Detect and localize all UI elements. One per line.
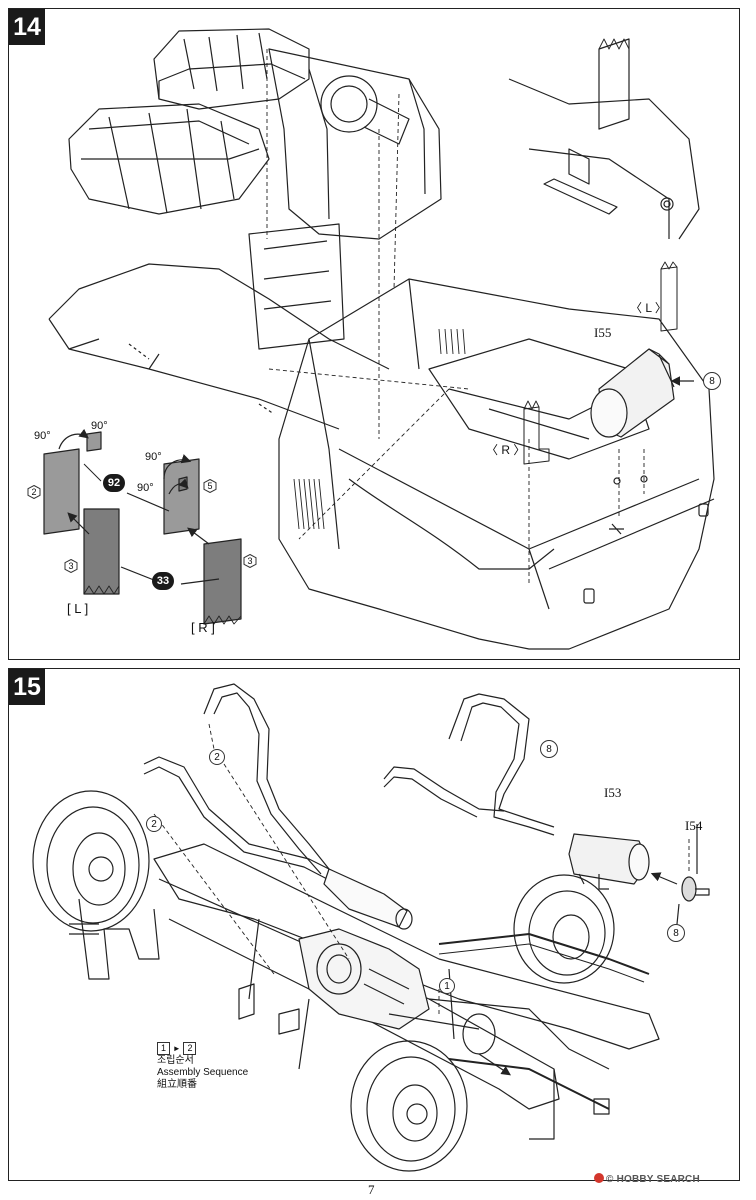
sequence-text-ko: 조립순서 (157, 1055, 194, 1066)
sequence-text-en: Assembly Sequence (157, 1067, 249, 1078)
orientation-left-label: 〈 L 〉 (630, 301, 667, 315)
part-id-i55: I55 (594, 325, 612, 340)
step-15-panel: 15 (8, 668, 740, 1181)
hex-part-number: 3 (243, 554, 257, 568)
sequence-order: 1 ► 2 (157, 1042, 248, 1055)
angle-label: 90° (137, 482, 154, 494)
sequence-from: 1 (157, 1042, 170, 1055)
watermark-logo-icon (594, 1173, 604, 1183)
paint-callout-92: 92 (103, 474, 125, 492)
step-15-illustration (32, 683, 710, 1172)
orientation-right-label: 〈 R 〉 (486, 443, 526, 457)
callout-part-8: 8 (703, 372, 721, 390)
part-id-i53: I53 (604, 785, 622, 800)
sequence-text-ja: 組立順番 (157, 1079, 197, 1090)
step-14-illustration (43, 28, 715, 650)
sequence-mark: 2 (146, 816, 162, 832)
sequence-arrow-icon: ► (172, 1044, 181, 1053)
hex-part-number: 2 (27, 485, 41, 499)
assembly-sequence-legend: 1 ► 2 조립순서 Assembly Sequence 組立順番 (157, 1042, 248, 1091)
angle-label: 90° (34, 430, 51, 442)
step-number: 15 (9, 669, 45, 705)
page-number: 7 (368, 1182, 375, 1197)
sequence-mark: 2 (209, 749, 225, 765)
callout-part-8: 8 (540, 740, 558, 758)
step-number: 14 (9, 9, 45, 45)
hex-part-number: 5 (203, 479, 217, 493)
callout-part-8: 8 (667, 924, 685, 942)
sequence-mark: 1 (439, 978, 455, 994)
angle-label: 90° (91, 420, 108, 432)
hex-part-number: 3 (64, 559, 78, 573)
part-id-i54: I54 (685, 818, 703, 833)
watermark: © HOBBY SEARCH (594, 1173, 700, 1185)
step-14-panel: 14 (8, 8, 740, 660)
paint-callout-33: 33 (152, 572, 174, 590)
detail-left-label: [ L ] (67, 601, 89, 616)
sequence-to: 2 (183, 1042, 197, 1055)
detail-right-label: [ R ] (191, 620, 215, 635)
angle-label: 90° (145, 451, 162, 463)
